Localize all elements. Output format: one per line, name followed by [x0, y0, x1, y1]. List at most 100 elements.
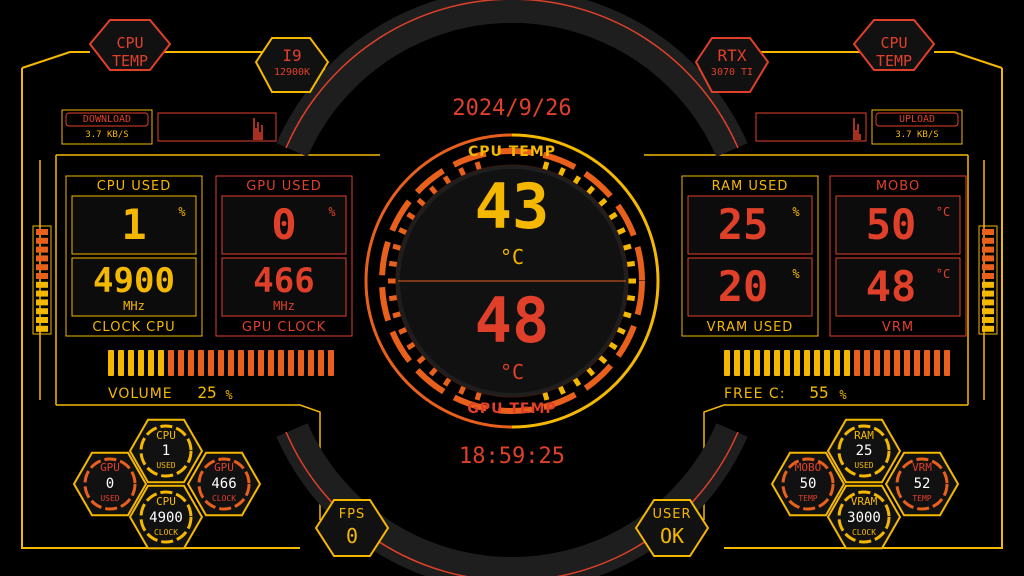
cluster-ring	[837, 424, 891, 478]
gauge-tick	[388, 295, 398, 302]
cpu-clock-label: CLOCK CPU	[92, 320, 176, 335]
gauge-tick	[616, 227, 626, 236]
date-display: 2024/9/26	[452, 96, 572, 121]
level-segment	[982, 325, 994, 332]
hex-cpu-used-title: CPU	[156, 429, 176, 442]
gauge-tick	[626, 295, 636, 302]
cpu-temp-label: CPU TEMP	[467, 144, 557, 160]
volume-bar	[108, 350, 334, 376]
bar-segment	[228, 350, 234, 376]
cpu-model-line2: 12900K	[273, 67, 311, 78]
gauge-tick	[572, 377, 582, 387]
bar-segment	[188, 350, 194, 376]
level-segment	[36, 255, 48, 262]
free-label: FREE C:	[724, 386, 786, 402]
cluster-ring	[139, 490, 193, 544]
level-segment	[36, 246, 48, 253]
hex-user	[634, 499, 710, 557]
gauge-tick	[416, 355, 426, 365]
right-hex-cluster	[770, 418, 960, 550]
gauge-tick	[608, 211, 618, 221]
upload-rate: 3.7 KB/S	[895, 130, 939, 140]
cpu-model-line1: I9	[282, 46, 302, 65]
bar-segment	[198, 350, 204, 376]
level-frame	[32, 225, 52, 335]
bar-segment	[298, 350, 304, 376]
mobo-value: 50	[865, 200, 917, 249]
level-segment	[982, 246, 994, 253]
level-segment	[982, 255, 994, 262]
cluster-ring	[837, 490, 891, 544]
level-segment	[982, 273, 994, 279]
bar-segment	[834, 350, 840, 376]
gauge-tick	[622, 311, 632, 319]
level-segment	[982, 290, 994, 297]
bar-segment	[248, 350, 254, 376]
gpu-temp-label: GPU TEMP	[467, 401, 557, 417]
bar-segment	[118, 350, 124, 376]
gauge-tick	[442, 377, 452, 387]
bar-segment	[764, 350, 770, 376]
bar-segment	[804, 350, 810, 376]
vrm-value: 48	[865, 262, 917, 311]
level-segment	[36, 317, 48, 323]
hex-gpu-model	[694, 37, 770, 93]
gauge-tick	[557, 385, 566, 395]
gauge-tick	[458, 385, 467, 395]
fps-label: FPS	[338, 507, 366, 522]
cluster-ring	[139, 424, 193, 478]
cluster-ring	[895, 457, 949, 511]
cpu-temp-unit: °C	[499, 245, 525, 269]
gauge-tick	[608, 341, 618, 351]
hex-vram-clock-title: VRAM	[850, 495, 878, 508]
bar-segment	[288, 350, 294, 376]
bar-segment	[208, 350, 214, 376]
level-segment	[982, 317, 994, 323]
bar-segment	[814, 350, 820, 376]
hex-cpu-clock-sub: CLOCK	[153, 528, 179, 537]
fps-value: 0	[345, 524, 359, 548]
volume-value: 25	[197, 383, 217, 402]
bar-segment	[268, 350, 274, 376]
hex-gpu-clock-title: GPU	[214, 461, 234, 474]
mobo-label: MOBO	[875, 179, 921, 194]
gpu-model-line1: RTX	[717, 46, 747, 65]
left-level-bar	[32, 225, 52, 335]
bar-segment	[794, 350, 800, 376]
cpu-temp-value: 43	[474, 170, 550, 243]
bar-segment	[724, 350, 730, 376]
bar-segment	[308, 350, 314, 376]
level-segment	[36, 273, 48, 279]
bar-segment	[754, 350, 760, 376]
hex-vram-clock-value: 3000	[847, 510, 881, 526]
bar-segment	[178, 350, 184, 376]
gauge-tick	[392, 243, 402, 251]
level-segment	[982, 281, 994, 288]
download-graph	[253, 118, 263, 140]
level-segment	[982, 308, 994, 315]
bar-segment	[844, 350, 850, 376]
hex-ram-used-value: 25	[855, 443, 873, 459]
gauge-tick	[428, 367, 438, 377]
gauge-tick	[474, 161, 482, 171]
bar-segment	[158, 350, 164, 376]
level-segment	[36, 325, 48, 332]
user-label: USER	[652, 507, 692, 522]
gauge-tick	[598, 355, 608, 365]
level-segment	[36, 281, 48, 288]
ram-used-value: 25	[717, 200, 769, 249]
cpu-temp-right-label: CPU TEMP	[875, 34, 913, 70]
gpu-model-line2: 3070 TI	[710, 67, 754, 78]
mobo-unit: °C	[935, 205, 951, 219]
vram-used-value: 20	[717, 262, 769, 311]
volume-unit: %	[225, 388, 233, 402]
hex-gpu-used-value: 0	[105, 476, 115, 492]
bar-segment	[894, 350, 900, 376]
gauge-ticks	[388, 161, 636, 401]
hex-cpu-temp-left	[88, 19, 172, 71]
cluster-ring	[83, 457, 137, 511]
gpu-used-value: 0	[271, 200, 297, 249]
level-segment	[36, 308, 48, 315]
gauge-tick	[586, 185, 596, 195]
